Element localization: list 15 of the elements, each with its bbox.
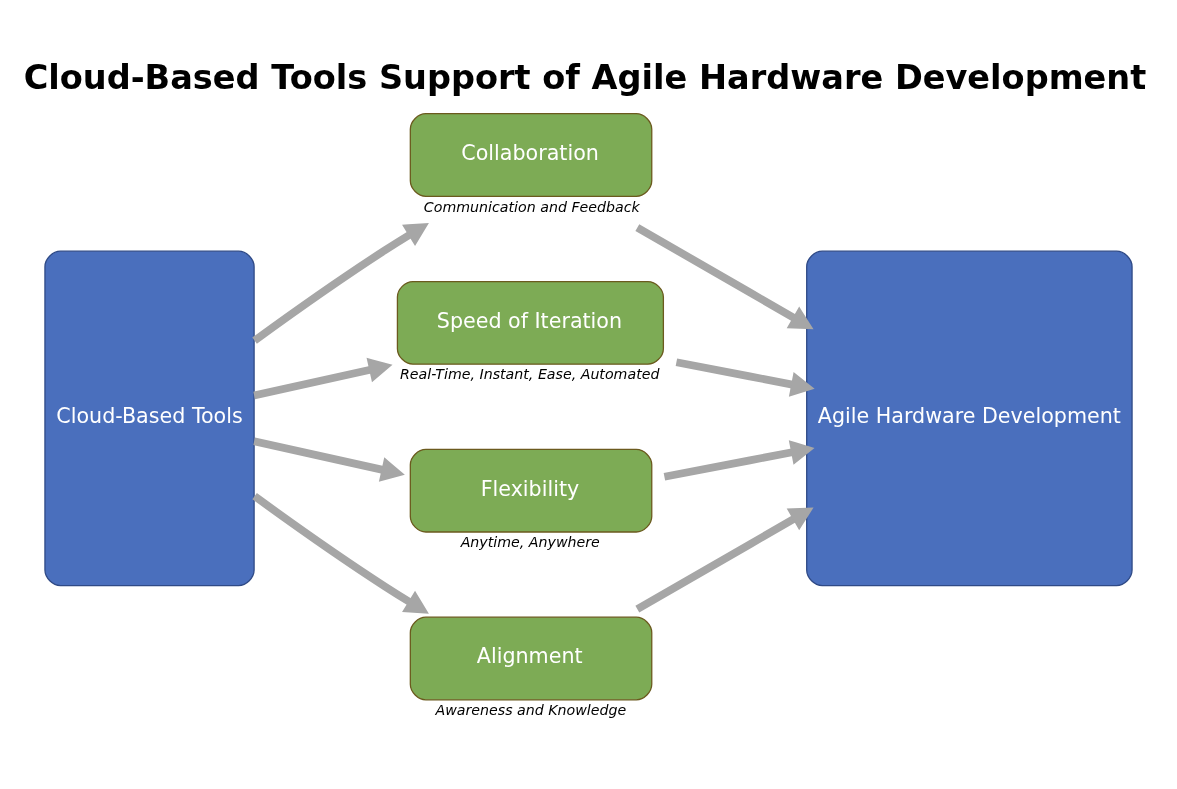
arrow [635,507,814,613]
arrow [675,358,815,397]
arrow [252,223,429,344]
arrow [663,440,815,481]
arrow [253,357,393,400]
node-label: Communication and Feedback [423,198,640,215]
node-box: Agile Hardware Development [806,250,1133,587]
diagram-title: Cloud-Based Tools Support of Agile Hardware Development [23,57,1147,97]
arrow [253,437,405,482]
arrow [252,493,429,614]
node-box: Cloud-Based Tools [44,250,255,587]
node-label: Real-Time, Instant, Ease, Automated [400,366,660,383]
arrow [635,224,814,330]
node-label: Awareness and Knowledge [435,702,627,719]
node-label: Anytime, Anywhere [460,534,600,551]
